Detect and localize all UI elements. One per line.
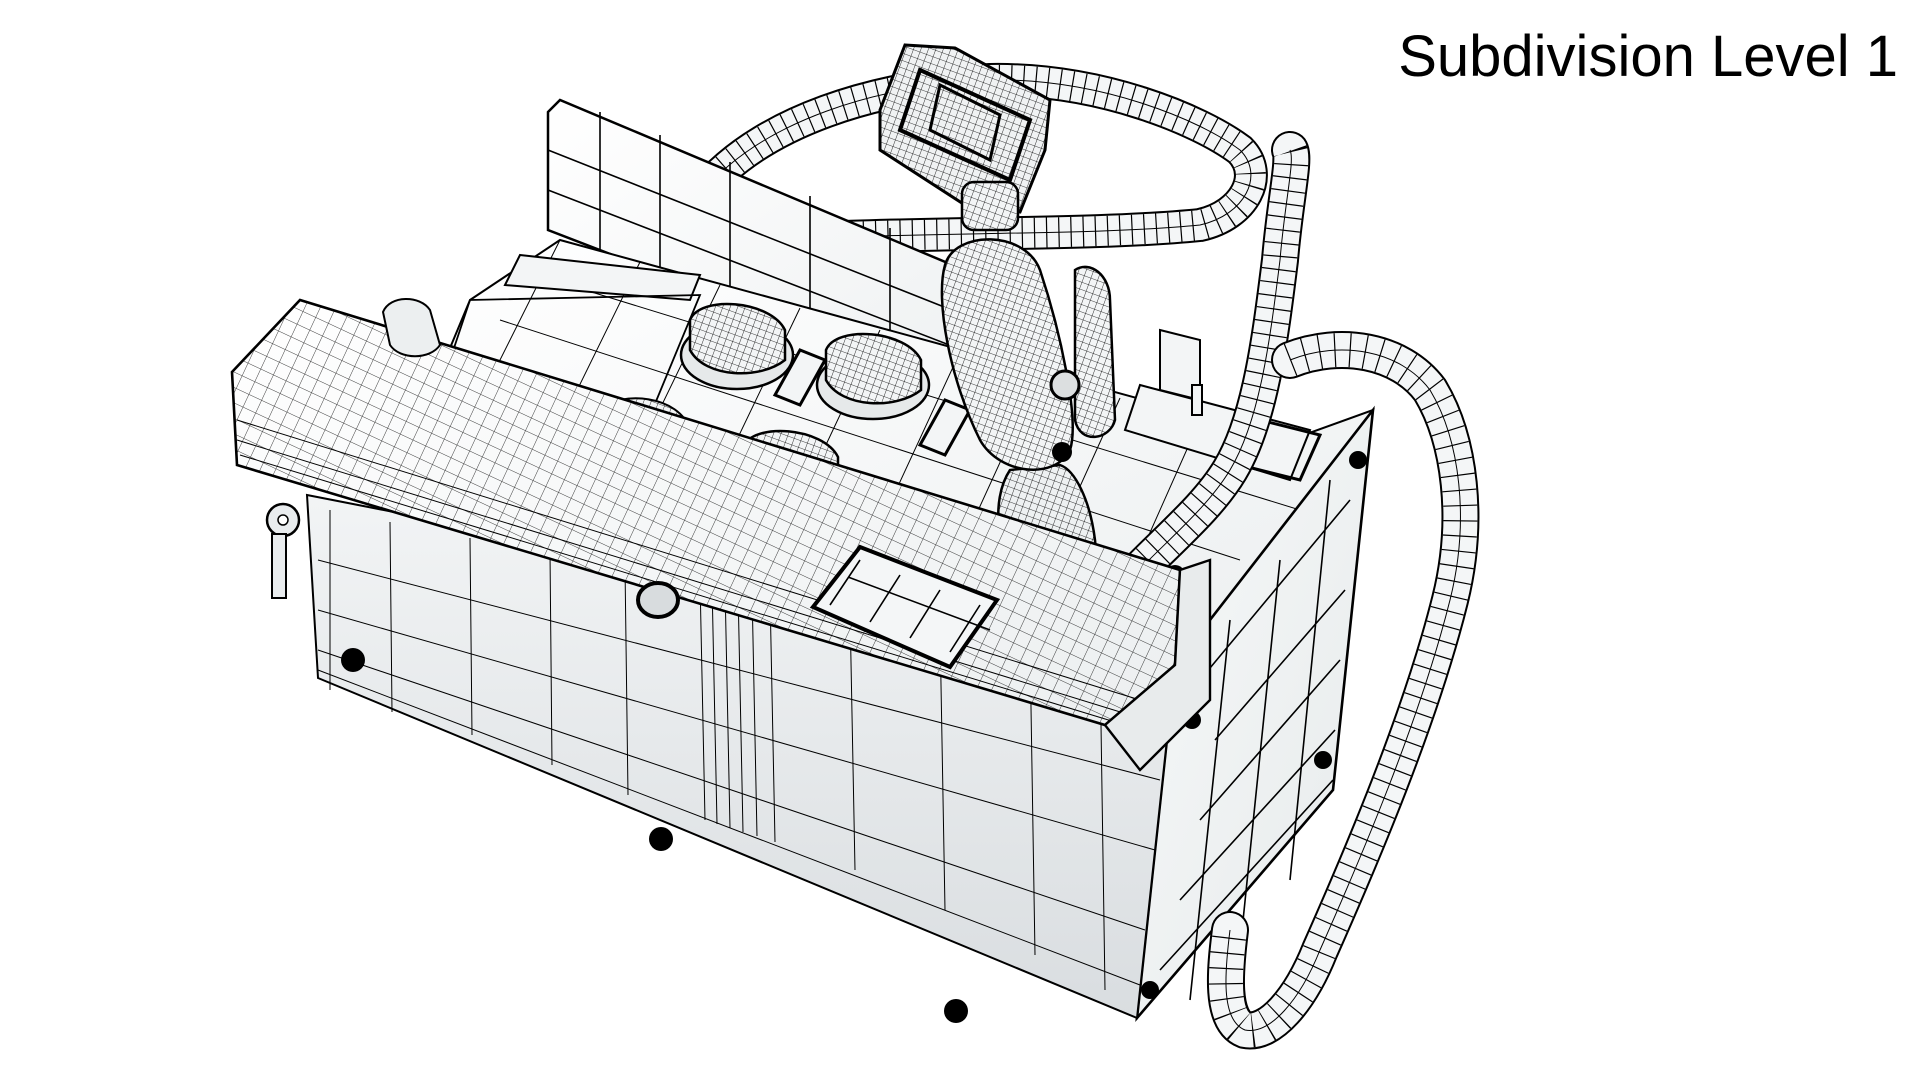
lock-and-key	[265, 298, 442, 599]
front-cable-riser	[1076, 131, 1311, 639]
right-cable-loop	[1206, 331, 1480, 1050]
rotary-knob-2	[815, 332, 931, 421]
front-rail	[230, 298, 1212, 772]
top-cable-loop	[683, 62, 1268, 255]
subdivision-level-caption: Subdivision Level 1	[1398, 24, 1898, 89]
top-connector-box	[878, 43, 1052, 214]
rotary-knob-1	[679, 302, 795, 391]
